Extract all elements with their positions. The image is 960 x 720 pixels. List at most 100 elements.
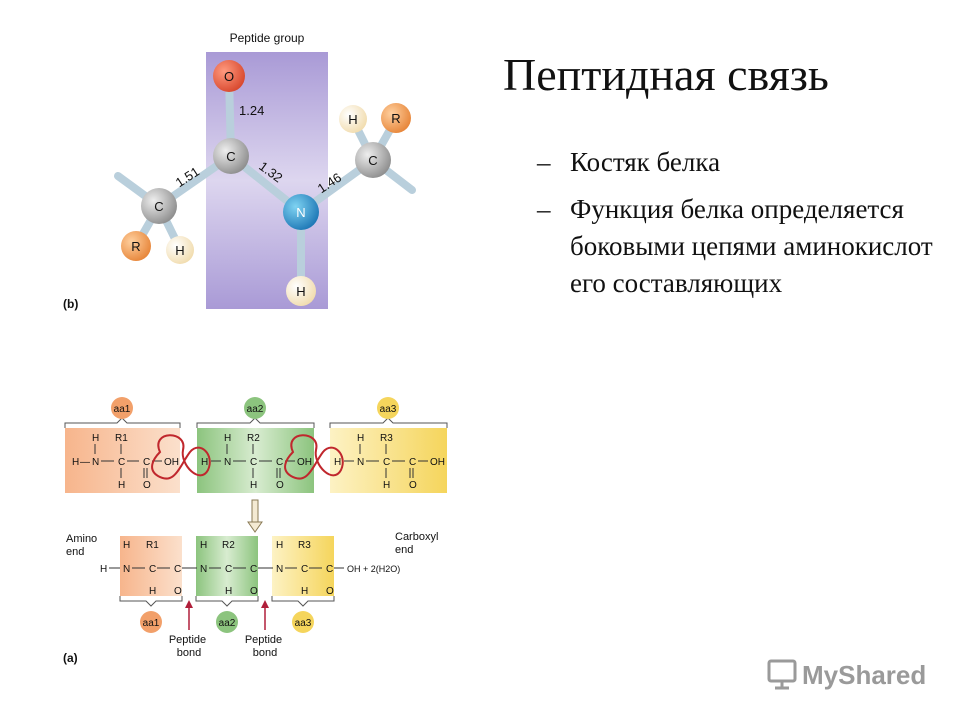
svg-text:R2: R2	[247, 433, 260, 444]
peptide-bond-arrow-1	[185, 600, 193, 630]
bullet-item: – Функция белка определяется боковыми це…	[537, 191, 937, 302]
svg-text:N: N	[296, 205, 305, 220]
svg-text:H: H	[72, 457, 79, 468]
svg-text:H: H	[224, 433, 231, 444]
peptide-group-label: Peptide group	[230, 31, 305, 45]
svg-text:H: H	[92, 433, 99, 444]
svg-text:O: O	[224, 69, 234, 84]
svg-text:aa2: aa2	[219, 618, 236, 629]
aa1-badge-top: aa1	[111, 397, 133, 419]
svg-text:OH: OH	[164, 457, 179, 468]
svg-text:aa3: aa3	[295, 618, 312, 629]
svg-text:H: H	[100, 564, 107, 575]
svg-text:C: C	[149, 564, 156, 575]
svg-text:H: H	[123, 540, 130, 551]
braces-bottom	[119, 596, 335, 607]
svg-text:H: H	[250, 480, 257, 491]
formula-aa2-top: H N H R2 C H C O OH	[201, 433, 312, 491]
formula-aa1-top: H — N H R1 C H C O OH	[72, 433, 179, 491]
amino-end-label: Amino end	[66, 533, 100, 558]
atom-r-right: R	[381, 103, 411, 133]
svg-text:R3: R3	[380, 433, 393, 444]
svg-text:aa3: aa3	[380, 404, 397, 415]
svg-text:H: H	[348, 112, 357, 127]
panel-label-b: (b)	[63, 297, 78, 311]
atom-r-left: R	[121, 231, 151, 261]
svg-text:R: R	[131, 239, 140, 254]
svg-text:C: C	[154, 199, 163, 214]
water-loop-2	[284, 434, 344, 480]
peptide-bond-label-1: Peptide bond	[169, 634, 209, 659]
svg-text:C: C	[225, 564, 232, 575]
svg-text:N: N	[200, 564, 207, 575]
atom-nitrogen: N	[283, 194, 319, 230]
presentation-icon	[767, 659, 797, 690]
svg-text:aa2: aa2	[247, 404, 264, 415]
watermark-logo: MyShared	[766, 656, 926, 697]
aa2-badge-bottom: aa2	[216, 611, 238, 633]
panel-label-a: (a)	[63, 651, 78, 665]
svg-text:H: H	[175, 243, 184, 258]
aa1-box-bottom	[120, 536, 182, 596]
aa3-box-bottom	[272, 536, 334, 596]
svg-text:H: H	[200, 540, 207, 551]
aa1-badge-bottom: aa1	[140, 611, 162, 633]
svg-text:H: H	[334, 457, 341, 468]
svg-text:N: N	[123, 564, 130, 575]
atom-hydrogen-n: H	[286, 276, 316, 306]
svg-text:OH: OH	[297, 457, 312, 468]
braces-top	[64, 417, 448, 428]
svg-text:R1: R1	[115, 433, 128, 444]
svg-text:C: C	[409, 457, 416, 468]
svg-text:H: H	[296, 284, 305, 299]
atom-oxygen: O	[213, 60, 245, 92]
svg-text:N: N	[357, 457, 364, 468]
svg-text:—: —	[80, 457, 90, 468]
aa2-badge-top: aa2	[244, 397, 266, 419]
svg-text:OH + 2(H2O): OH + 2(H2O)	[347, 564, 400, 574]
watermark-text: MyShared	[802, 660, 926, 690]
svg-text:C: C	[143, 457, 150, 468]
svg-text:N: N	[92, 457, 99, 468]
carboxyl-end-label: Carboxyl end	[395, 531, 441, 556]
svg-text:H: H	[149, 586, 156, 597]
formula-aa3-top: H N H R3 C H C O OH	[334, 433, 445, 491]
svg-text:R2: R2	[222, 540, 235, 551]
svg-text:O: O	[174, 586, 182, 597]
svg-text:C: C	[118, 457, 125, 468]
svg-text:O: O	[250, 586, 258, 597]
svg-text:H: H	[225, 586, 232, 597]
svg-text:C: C	[226, 149, 235, 164]
peptide-bond-label-2: Peptide bond	[245, 634, 285, 659]
svg-text:C: C	[301, 564, 308, 575]
slide-title: Пептидная связь	[503, 49, 829, 100]
peptide-bond-formation-diagram: aa1 aa2 aa3 H — N H R1 C H C O OH H N H …	[63, 397, 448, 665]
reaction-arrow	[247, 499, 263, 533]
svg-text:H: H	[383, 480, 390, 491]
svg-text:O: O	[409, 480, 417, 491]
atom-carbonyl-carbon: C	[213, 138, 249, 174]
svg-text:aa1: aa1	[143, 618, 160, 629]
formula-chain-bottom: H N H R1 C H C O N H R2 C H C O N H R3 C…	[100, 540, 400, 597]
svg-text:C: C	[326, 564, 333, 575]
svg-text:R: R	[391, 111, 400, 126]
svg-text:C: C	[250, 457, 257, 468]
aa2-box-bottom	[196, 536, 258, 596]
water-loop-1	[151, 434, 211, 480]
bullet-text: Функция белка определяется боковыми цепя…	[570, 194, 933, 298]
bullet-dash: –	[537, 147, 551, 177]
aa3-badge-top: aa3	[377, 397, 399, 419]
svg-text:H: H	[357, 433, 364, 444]
svg-text:aa1: aa1	[114, 404, 131, 415]
svg-text:C: C	[174, 564, 181, 575]
peptide-group-diagram: Peptide group 1.24 1.51 1.32 1.46 O C N …	[63, 31, 416, 311]
bond-strokes-top	[94, 444, 428, 478]
svg-text:C: C	[383, 457, 390, 468]
svg-text:OH: OH	[430, 457, 445, 468]
atom-hydrogen-left: H	[166, 236, 194, 264]
peptide-bond-arrow-2	[261, 600, 269, 630]
bullet-text: Костяк белка	[570, 147, 721, 177]
svg-text:N: N	[276, 564, 283, 575]
aa3-badge-bottom: aa3	[292, 611, 314, 633]
svg-text:R1: R1	[146, 540, 159, 551]
